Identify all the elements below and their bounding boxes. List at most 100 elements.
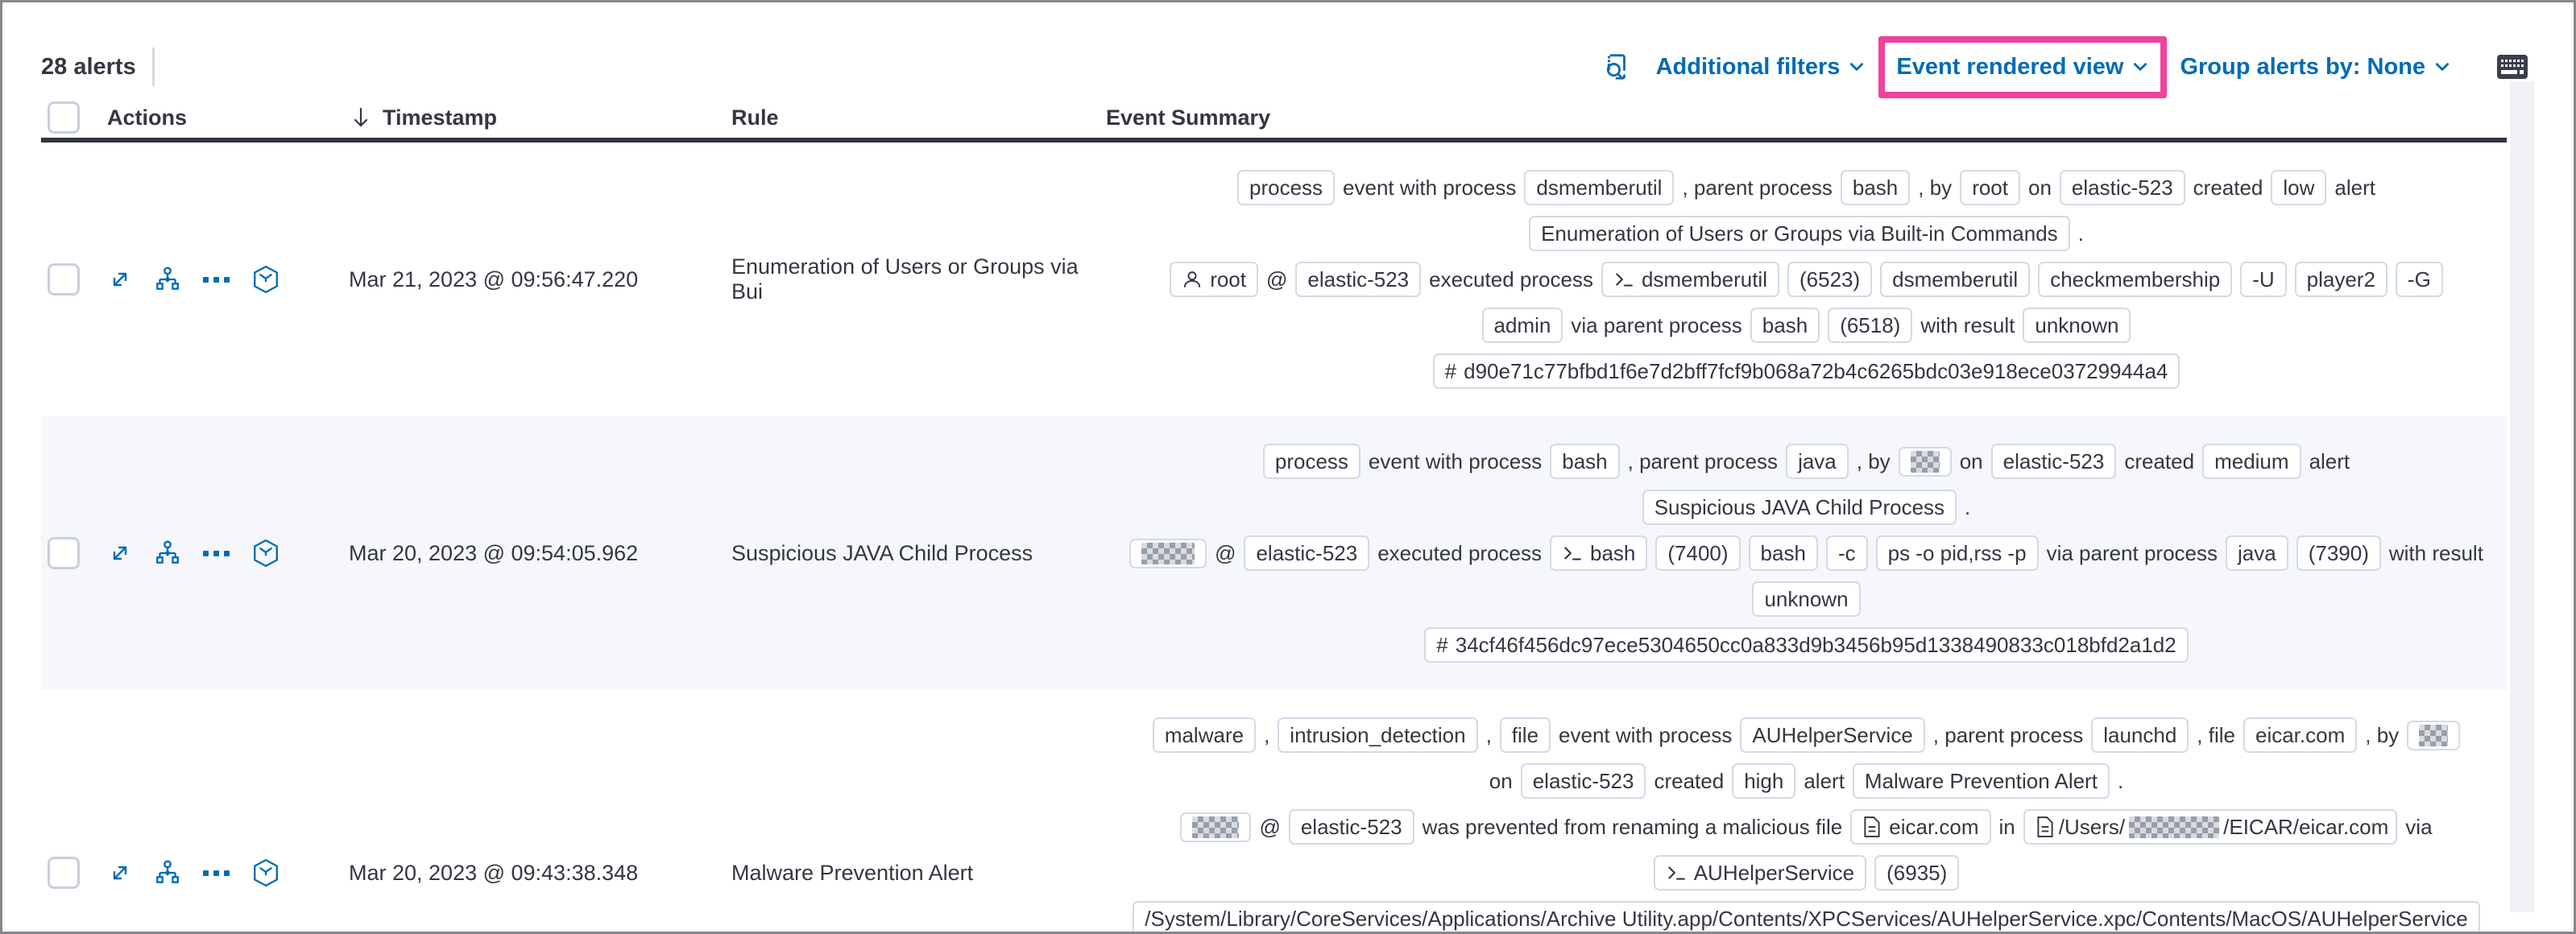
expand-alert-icon[interactable]	[107, 540, 133, 566]
summary-badge[interactable]: elastic-523	[2059, 170, 2185, 205]
summary-badge[interactable]	[1898, 446, 1952, 477]
summary-badge[interactable]: bash	[1550, 444, 1620, 479]
summary-badge[interactable]: /System/Library/CoreServices/Application…	[1133, 901, 2480, 932]
summary-badge[interactable]: malware	[1152, 717, 1257, 753]
rule-name: Enumeration of Users or Groups via Bui	[731, 254, 1079, 304]
analyze-event-icon[interactable]	[154, 266, 181, 293]
summary-badge[interactable]: elastic-523	[1288, 809, 1414, 845]
summary-text: event with process	[1343, 176, 1517, 200]
summary-badge[interactable]: dsmemberutil	[1601, 262, 1779, 297]
more-actions-icon[interactable]	[202, 548, 231, 559]
summary-badge[interactable]: low	[2271, 170, 2327, 205]
summary-text: .	[1965, 495, 1971, 519]
select-all-checkbox[interactable]	[48, 101, 80, 134]
summary-badge[interactable]: Enumeration of Users or Groups via Built…	[1529, 216, 2070, 251]
summary-badge[interactable]: elastic-523	[1520, 763, 1646, 799]
summary-badge[interactable]: medium	[2202, 444, 2301, 479]
summary-badge[interactable]: ps -o pid,rss -p	[1875, 535, 2039, 571]
summary-badge[interactable]: bash	[1550, 535, 1648, 571]
summary-badge[interactable]: process	[1237, 170, 1336, 205]
summary-badge[interactable]: -c	[1825, 535, 1868, 571]
view-selector-button[interactable]: Event rendered view	[1896, 54, 2149, 81]
column-header-timestamp[interactable]: Timestamp	[383, 105, 498, 130]
summary-badge[interactable]	[1180, 812, 1252, 842]
summary-badge[interactable]: dsmemberutil	[1880, 262, 2031, 297]
expand-alert-icon[interactable]	[107, 860, 133, 886]
group-alerts-by-button[interactable]: Group alerts by: None	[2180, 54, 2451, 81]
summary-badge[interactable]: elastic-523	[1244, 535, 1370, 571]
summary-badge[interactable]: root	[1960, 170, 2020, 205]
summary-badge[interactable]: AUHelperService	[1740, 717, 1925, 753]
summary-badge[interactable]: (7400)	[1655, 535, 1741, 571]
keyboard-shortcuts-icon[interactable]	[2496, 53, 2528, 81]
inspect-icon[interactable]	[1601, 52, 1632, 82]
summary-badge[interactable]: player2	[2294, 262, 2388, 297]
summary-badge[interactable]: (6523)	[1787, 262, 1873, 297]
analyze-event-icon[interactable]	[154, 539, 181, 567]
summary-badge[interactable]: java	[1786, 444, 1849, 479]
summary-badge[interactable]: elastic-523	[1990, 444, 2117, 479]
hash-icon: #	[1444, 359, 1457, 383]
summary-badge[interactable]	[1129, 538, 1207, 568]
summary-badge[interactable]: Malware Prevention Alert	[1852, 763, 2110, 799]
summary-badge[interactable]: bash	[1840, 170, 1911, 205]
more-actions-icon[interactable]	[202, 274, 231, 285]
summary-badge[interactable]: java	[2226, 535, 2288, 571]
summary-badge[interactable]: AUHelperService	[1653, 855, 1867, 891]
summary-badge[interactable]: #34cf46f456dc97ece5304650cc0a833d9b3456b…	[1424, 627, 2189, 663]
badge-text: elastic-523	[2071, 176, 2173, 200]
summary-badge[interactable]: dsmemberutil	[1524, 170, 1675, 205]
sort-desc-icon[interactable]	[349, 105, 373, 130]
badge-text: dsmemberutil	[1536, 176, 1663, 200]
session-view-icon[interactable]	[252, 539, 280, 568]
summary-badge[interactable]: unknown	[2023, 308, 2131, 343]
summary-badge[interactable]: -G	[2395, 262, 2443, 297]
summary-badge[interactable]: elastic-523	[1295, 262, 1422, 297]
summary-text: .	[2077, 221, 2084, 246]
summary-badge[interactable]: launchd	[2091, 717, 2189, 753]
additional-filters-button[interactable]: Additional filters	[1656, 54, 1866, 81]
badge-text: medium	[2214, 449, 2289, 473]
session-view-icon[interactable]	[252, 858, 280, 887]
column-header-event-summary: Event Summary	[1106, 105, 1271, 130]
session-view-icon[interactable]	[252, 265, 280, 294]
alert-count: 28 alerts	[41, 54, 136, 80]
summary-badge[interactable]: high	[1732, 763, 1796, 799]
summary-badge[interactable]: (6935)	[1874, 855, 1960, 891]
summary-badge[interactable]: file	[1499, 717, 1551, 753]
summary-badge[interactable]: #d90e71c77bfbd1f6e7d2bff7fcf9b068a72b4c6…	[1432, 353, 2180, 389]
summary-text: on	[2028, 176, 2052, 200]
summary-badge[interactable]: /Users//EICAR/eicar.com	[2023, 809, 2398, 845]
hash-icon: #	[1436, 633, 1448, 657]
badge-text: (7400)	[1667, 541, 1729, 565]
summary-badge[interactable]: intrusion_detection	[1278, 717, 1478, 753]
summary-text: , by	[1856, 449, 1891, 473]
summary-badge[interactable]: process	[1262, 444, 1360, 479]
row-checkbox[interactable]	[48, 857, 80, 889]
summary-badge[interactable]: bash	[1750, 308, 1820, 343]
summary-badge[interactable]: bash	[1748, 535, 1818, 571]
summary-badge[interactable]: Suspicious JAVA Child Process	[1642, 490, 1957, 525]
scrollbar-track[interactable]	[2510, 81, 2534, 912]
analyze-event-icon[interactable]	[154, 859, 181, 886]
summary-badge[interactable]: (6518)	[1828, 308, 1913, 343]
summary-badge[interactable]: unknown	[1752, 581, 1861, 617]
badge-text: (6518)	[1840, 313, 1901, 337]
badge-text: launchd	[2103, 723, 2177, 747]
summary-badge[interactable]: (7390)	[2296, 535, 2381, 571]
summary-badge[interactable]: root	[1170, 262, 1258, 297]
summary-badge[interactable]: -U	[2240, 262, 2287, 297]
summary-text: alert	[2334, 176, 2375, 200]
row-checkbox[interactable]	[48, 537, 80, 569]
summary-badge[interactable]: admin	[1481, 308, 1563, 343]
expand-alert-icon[interactable]	[107, 267, 133, 292]
summary-badge[interactable]	[2407, 720, 2461, 750]
summary-badge[interactable]: eicar.com	[1850, 809, 1991, 845]
summary-badge[interactable]: eicar.com	[2243, 717, 2358, 753]
row-checkbox[interactable]	[48, 263, 80, 295]
summary-badge[interactable]: checkmembership	[2038, 262, 2233, 297]
more-actions-icon[interactable]	[202, 867, 231, 878]
